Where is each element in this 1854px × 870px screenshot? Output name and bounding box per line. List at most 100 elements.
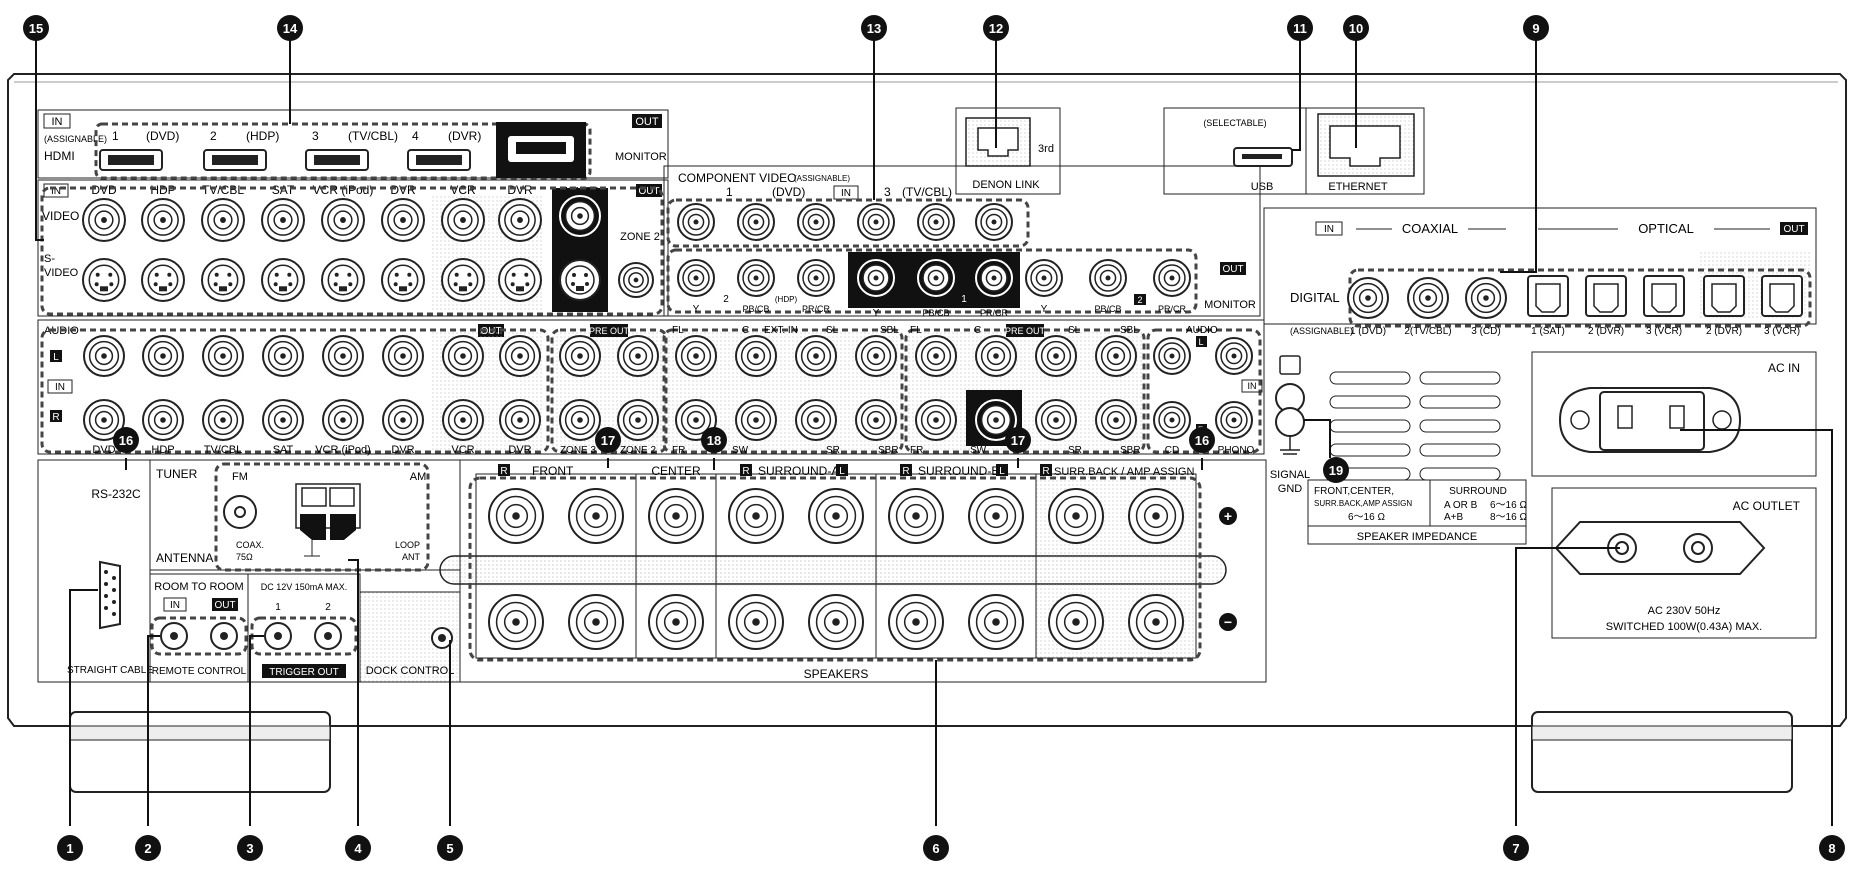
audio-r-jack-6[interactable] bbox=[382, 399, 424, 441]
optical-jack-5[interactable] bbox=[1761, 275, 1803, 317]
video-jack-4[interactable] bbox=[261, 198, 305, 242]
svideo-jack-8[interactable] bbox=[498, 258, 542, 302]
component-in-top-3[interactable] bbox=[797, 203, 835, 241]
speaker-terminal-minus-2[interactable] bbox=[568, 594, 624, 650]
component-in-1-1[interactable] bbox=[857, 259, 895, 297]
video-jack-1[interactable] bbox=[82, 198, 126, 242]
optical-jack-3[interactable] bbox=[1643, 275, 1685, 317]
ext-in-bottom-3[interactable] bbox=[795, 399, 837, 441]
speaker-terminal-minus-4[interactable] bbox=[728, 594, 784, 650]
zone-preout-l-2[interactable] bbox=[617, 335, 659, 377]
video-jack-2[interactable] bbox=[141, 198, 185, 242]
svideo-monitor-jack[interactable] bbox=[559, 259, 601, 301]
phono-cd-l-2[interactable] bbox=[1215, 337, 1253, 375]
preout-bottom-2[interactable] bbox=[975, 399, 1017, 441]
component-in-1-2[interactable] bbox=[917, 259, 955, 297]
audio-r-jack-8[interactable] bbox=[499, 399, 541, 441]
component-in-top-1[interactable] bbox=[677, 203, 715, 241]
component-in-2-3[interactable] bbox=[797, 259, 835, 297]
preout-top-1[interactable] bbox=[915, 335, 957, 377]
speaker-terminal-plus-2[interactable] bbox=[568, 488, 624, 544]
speaker-terminal-minus-7[interactable] bbox=[968, 594, 1024, 650]
ext-in-top-4[interactable] bbox=[855, 335, 897, 377]
coaxial-jack-2[interactable] bbox=[1407, 277, 1449, 319]
svideo-jack-4[interactable] bbox=[261, 258, 305, 302]
speaker-terminal-minus-8[interactable] bbox=[1048, 594, 1104, 650]
video-jack-7[interactable] bbox=[441, 198, 485, 242]
speaker-terminal-plus-7[interactable] bbox=[968, 488, 1024, 544]
speaker-terminal-minus-1[interactable] bbox=[488, 594, 544, 650]
video-jack-6[interactable] bbox=[381, 198, 425, 242]
audio-r-jack-4[interactable] bbox=[262, 399, 304, 441]
svideo-jack-6[interactable] bbox=[381, 258, 425, 302]
speaker-terminal-plus-9[interactable] bbox=[1128, 488, 1184, 544]
ext-in-bottom-4[interactable] bbox=[855, 399, 897, 441]
zone-preout-r-1[interactable] bbox=[559, 399, 601, 441]
audio-l-jack-4[interactable] bbox=[262, 335, 304, 377]
rs232-port[interactable] bbox=[99, 560, 121, 630]
audio-r-jack-3[interactable] bbox=[202, 399, 244, 441]
svideo-jack-3[interactable] bbox=[201, 258, 245, 302]
svideo-jack-7[interactable] bbox=[441, 258, 485, 302]
svideo-jack-5[interactable] bbox=[321, 258, 365, 302]
hdmi-ports[interactable] bbox=[99, 149, 471, 171]
audio-l-jack-6[interactable] bbox=[382, 335, 424, 377]
svideo-jack-2[interactable] bbox=[141, 258, 185, 302]
phono-cd-l-1[interactable] bbox=[1153, 337, 1191, 375]
component-monitor-1[interactable] bbox=[1025, 259, 1063, 297]
audio-l-jack-7[interactable] bbox=[442, 335, 484, 377]
component-in-top-4[interactable] bbox=[857, 203, 895, 241]
speaker-terminal-plus-3[interactable] bbox=[648, 488, 704, 544]
zone-preout-l-1[interactable] bbox=[559, 335, 601, 377]
audio-l-jack-5[interactable] bbox=[322, 335, 364, 377]
zone-preout-r-2[interactable] bbox=[617, 399, 659, 441]
phono-cd-r-2[interactable] bbox=[1215, 401, 1253, 439]
component-in-top-6[interactable] bbox=[975, 203, 1013, 241]
audio-l-jack-3[interactable] bbox=[202, 335, 244, 377]
component-in-2-2[interactable] bbox=[737, 259, 775, 297]
optical-jack-1[interactable] bbox=[1527, 275, 1569, 317]
speaker-terminal-plus-1[interactable] bbox=[488, 488, 544, 544]
audio-r-jack-7[interactable] bbox=[442, 399, 484, 441]
ext-in-top-3[interactable] bbox=[795, 335, 837, 377]
coaxial-jack-3[interactable] bbox=[1465, 277, 1507, 319]
ext-in-top-2[interactable] bbox=[735, 335, 777, 377]
speaker-terminal-plus-6[interactable] bbox=[888, 488, 944, 544]
video-monitor-jack[interactable] bbox=[559, 195, 601, 237]
component-monitor-3[interactable] bbox=[1153, 259, 1191, 297]
optical-jack-4[interactable] bbox=[1703, 275, 1745, 317]
ext-in-bottom-2[interactable] bbox=[735, 399, 777, 441]
audio-l-jack-1[interactable] bbox=[83, 335, 125, 377]
audio-r-jack-2[interactable] bbox=[142, 399, 184, 441]
component-monitor-2[interactable] bbox=[1089, 259, 1127, 297]
video-jack-3[interactable] bbox=[201, 198, 245, 242]
component-in-2-1[interactable] bbox=[677, 259, 715, 297]
preout-top-2[interactable] bbox=[975, 335, 1017, 377]
speaker-terminal-minus-5[interactable] bbox=[808, 594, 864, 650]
am-antenna-terminal[interactable] bbox=[295, 483, 361, 540]
component-in-1-3[interactable] bbox=[975, 259, 1013, 297]
ac-in-socket[interactable] bbox=[1599, 391, 1705, 451]
coaxial-jack-1[interactable] bbox=[1347, 277, 1389, 319]
speaker-terminal-plus-4[interactable] bbox=[728, 488, 784, 544]
audio-r-jack-5[interactable] bbox=[322, 399, 364, 441]
speaker-terminal-minus-6[interactable] bbox=[888, 594, 944, 650]
preout-bottom-3[interactable] bbox=[1035, 399, 1077, 441]
component-in-top-2[interactable] bbox=[737, 203, 775, 241]
ext-in-top-1[interactable] bbox=[675, 335, 717, 377]
phono-cd-r-1[interactable] bbox=[1153, 401, 1191, 439]
speaker-terminal-minus-9[interactable] bbox=[1128, 594, 1184, 650]
preout-bottom-4[interactable] bbox=[1095, 399, 1137, 441]
svideo-jack-1[interactable] bbox=[82, 258, 126, 302]
speaker-terminal-minus-3[interactable] bbox=[648, 594, 704, 650]
audio-l-jack-8[interactable] bbox=[499, 335, 541, 377]
audio-l-jack-2[interactable] bbox=[142, 335, 184, 377]
video-jack-8[interactable] bbox=[498, 198, 542, 242]
speaker-terminal-plus-8[interactable] bbox=[1048, 488, 1104, 544]
preout-bottom-1[interactable] bbox=[915, 399, 957, 441]
component-in-top-5[interactable] bbox=[917, 203, 955, 241]
preout-top-4[interactable] bbox=[1095, 335, 1137, 377]
audio-r-jack-1[interactable] bbox=[83, 399, 125, 441]
zone2-video-jack[interactable] bbox=[618, 262, 654, 298]
optical-jack-2[interactable] bbox=[1585, 275, 1627, 317]
